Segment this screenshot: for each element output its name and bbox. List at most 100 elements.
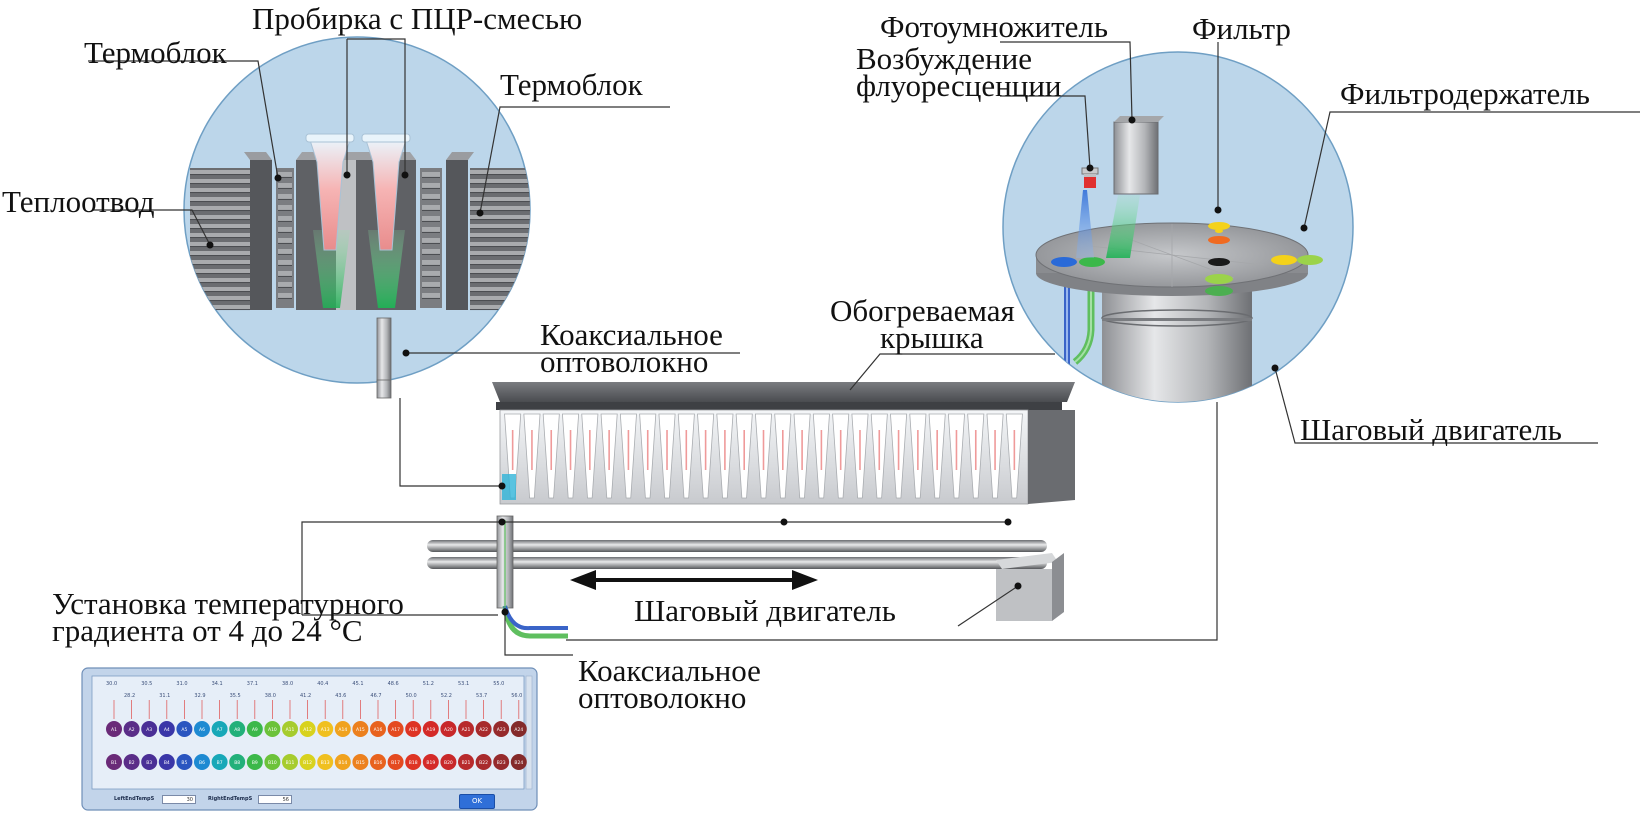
label-stepper-right: Шаговый двигатель [1300, 412, 1562, 447]
gradient-temp-top: 30.0 [106, 681, 118, 687]
gradient-well-b[interactable] [123, 754, 140, 770]
gradient-well-b[interactable] [422, 754, 439, 770]
gradient-temp-bottom: 56.0 [511, 693, 523, 699]
gradient-temp-bottom: 52.2 [440, 693, 452, 699]
gradient-well-b[interactable] [176, 754, 193, 770]
gradient-well-b-label: B22 [479, 760, 488, 766]
left-end-temp-input[interactable]: 30 [162, 795, 196, 804]
gradient-well-a[interactable] [158, 721, 175, 737]
gradient-well-a[interactable] [510, 721, 527, 737]
gradient-temp-top: 53.1 [458, 681, 470, 687]
rotation-arrow-icon [1380, 236, 1394, 288]
gradient-well-b[interactable] [370, 754, 386, 770]
gradient-well-a[interactable] [264, 721, 281, 737]
gradient-temp-top: 51.2 [422, 681, 434, 687]
coax-fiber-closeup [376, 317, 392, 383]
label-gradient-line2: градиента от 4 до 24 °С [52, 612, 363, 648]
gradient-well-b[interactable] [510, 754, 527, 770]
gradient-well-a-label: A18 [409, 727, 418, 733]
gradient-well-b[interactable] [246, 754, 263, 770]
gradient-well-b-label: B15 [356, 760, 365, 766]
gradient-well-b[interactable] [229, 754, 246, 770]
gradient-temp-top: 40.4 [317, 681, 329, 687]
gradient-well-a-label: A23 [497, 727, 506, 733]
gradient-well-b[interactable] [211, 754, 228, 770]
motion-double-arrow-icon [570, 570, 818, 590]
gradient-well-b[interactable] [317, 754, 334, 770]
gradient-well-b[interactable] [334, 754, 351, 770]
gradient-well-a[interactable] [493, 721, 510, 737]
gradient-temp-top: 31.0 [176, 681, 188, 687]
gradient-well-a[interactable] [334, 721, 351, 737]
label-filter: Фильтр [1192, 11, 1291, 46]
bottom-stepper-box [996, 553, 1064, 621]
right-end-temp-input[interactable]: 56 [258, 795, 292, 804]
gradient-well-b[interactable] [264, 754, 281, 770]
gradient-well-a[interactable] [229, 721, 246, 737]
gradient-well-a[interactable] [123, 721, 140, 737]
label-heated-lid-line2: крышка [880, 319, 984, 355]
gradient-well-a-label: A14 [338, 727, 347, 733]
gradient-well-a-label: A4 [164, 727, 170, 733]
ok-button[interactable]: OK [459, 794, 495, 809]
label-heated-lid: Обогреваемая крышка [830, 295, 1015, 353]
label-stepper-bottom: Шаговый двигатель [634, 593, 896, 628]
gradient-well-a[interactable] [141, 721, 158, 737]
gradient-temp-bottom: 31.1 [159, 693, 171, 699]
gradient-well-b-label: B14 [338, 760, 347, 766]
gradient-temp-bottom: 50.0 [405, 693, 417, 699]
gradient-well-b[interactable] [440, 754, 457, 770]
gradient-well-b[interactable] [141, 754, 158, 770]
label-excitation-line1: Возбуждение [856, 41, 1032, 76]
gradient-well-b[interactable] [299, 754, 316, 770]
gradient-well-b[interactable] [106, 754, 122, 770]
label-gradient-line1: Установка температурного [52, 586, 404, 621]
gradient-well-a[interactable] [387, 721, 404, 737]
gradient-well-a[interactable] [422, 721, 439, 737]
gradient-well-a[interactable] [440, 721, 457, 737]
gradient-well-a-label: A9 [252, 727, 258, 733]
gradient-well-b-label: B17 [391, 760, 400, 766]
gradient-well-a[interactable] [475, 721, 492, 737]
gradient-well-a[interactable] [458, 721, 474, 737]
gradient-well-a[interactable] [246, 721, 263, 737]
gradient-well-a[interactable] [317, 721, 334, 737]
gradient-well-b[interactable] [352, 754, 369, 770]
gradient-well-a[interactable] [194, 721, 210, 737]
gradient-well-b-label: B20 [444, 760, 453, 766]
heat-sink-right [446, 152, 530, 311]
gradient-well-a-label: A3 [146, 727, 152, 733]
gradient-well-a[interactable] [176, 721, 193, 737]
label-filter-holder: Фильтродержатель [1340, 76, 1590, 111]
gradient-well-a[interactable] [299, 721, 316, 737]
gradient-well-a[interactable] [352, 721, 369, 737]
label-pcr-tube: Пробирка с ПЦР-смесью [252, 1, 583, 36]
gradient-well-a[interactable] [282, 721, 298, 737]
gradient-well-b[interactable] [405, 754, 422, 770]
gradient-well-b-label: B1 [111, 760, 117, 766]
stepper-motor-cylinder [1101, 282, 1253, 402]
left-end-temp-label: LeftEndTempS [114, 796, 155, 802]
gradient-well-b-label: B16 [374, 760, 383, 766]
gradient-well-a[interactable] [370, 721, 386, 737]
gradient-well-b-label: B23 [497, 760, 506, 766]
gradient-well-a[interactable] [211, 721, 228, 737]
gradient-well-b[interactable] [282, 754, 298, 770]
gradient-well-b-label: B9 [252, 760, 258, 766]
gradient-well-b[interactable] [387, 754, 404, 770]
heated-lid [492, 382, 1075, 402]
leader-lines [88, 38, 1640, 656]
gradient-well-a-label: A15 [356, 727, 365, 733]
gradient-well-b[interactable] [194, 754, 210, 770]
gradient-well-a-label: A22 [479, 727, 488, 733]
gradient-well-b[interactable] [493, 754, 510, 770]
gradient-well-a[interactable] [405, 721, 422, 737]
filter-yellow [1208, 222, 1230, 230]
gradient-well-a[interactable] [106, 721, 122, 737]
gradient-well-b[interactable] [475, 754, 492, 770]
gradient-well-b[interactable] [458, 754, 474, 770]
label-excitation: Возбуждение флуоресценции [856, 43, 1062, 101]
heat-sink-left [190, 152, 272, 311]
gradient-temp-top: 48.6 [387, 681, 399, 687]
gradient-well-b[interactable] [158, 754, 175, 770]
